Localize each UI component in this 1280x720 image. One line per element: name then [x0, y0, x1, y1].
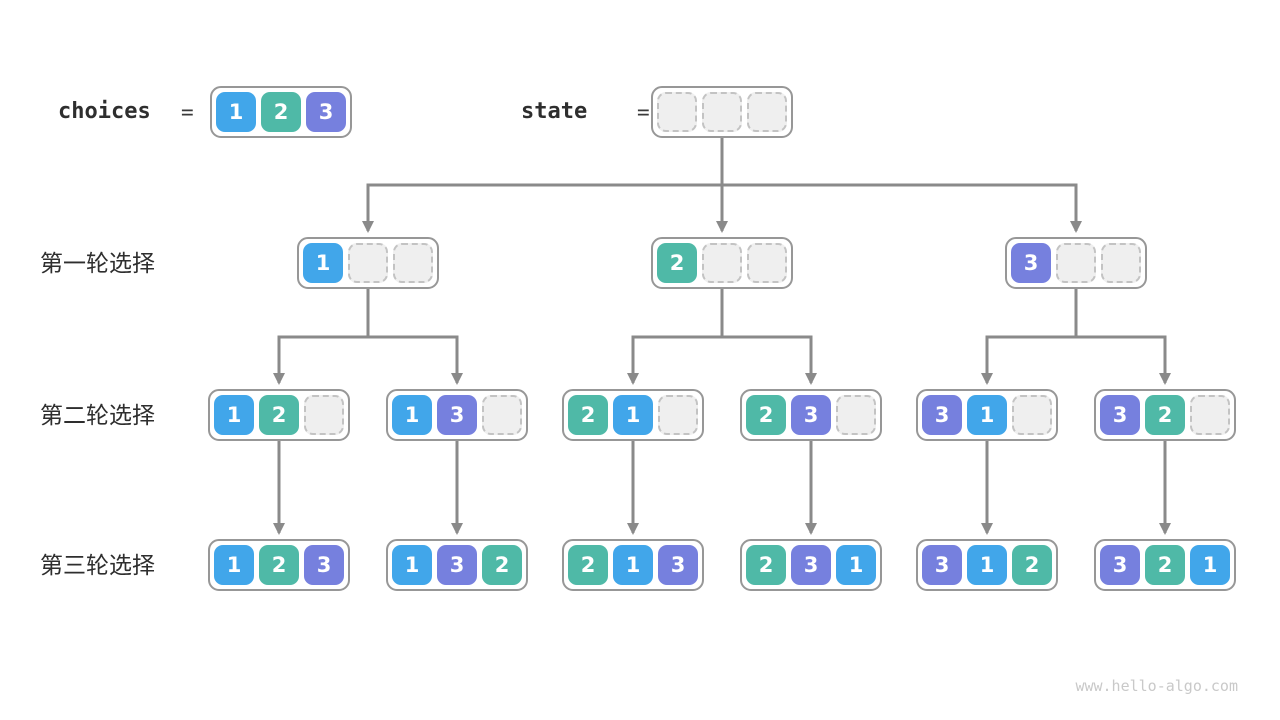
value-cell: 3 [306, 92, 346, 132]
value-cell: 2 [746, 395, 786, 435]
value-cell: 3 [658, 545, 698, 585]
value-cell: 1 [392, 395, 432, 435]
side-label-round1: 第一轮选择 [40, 250, 155, 276]
empty-cell [747, 92, 787, 132]
value-cell: 2 [259, 395, 299, 435]
value-cell: 2 [657, 243, 697, 283]
empty-cell [658, 395, 698, 435]
value-cell: 2 [482, 545, 522, 585]
value-cell: 3 [791, 545, 831, 585]
value-cell: 1 [214, 395, 254, 435]
value-cell: 3 [304, 545, 344, 585]
value-cell: 2 [568, 395, 608, 435]
value-cell: 1 [214, 545, 254, 585]
value-cell: 1 [303, 243, 343, 283]
state-box-array [651, 86, 793, 138]
value-cell: 2 [261, 92, 301, 132]
empty-cell [657, 92, 697, 132]
value-cell: 3 [922, 395, 962, 435]
value-cell: 3 [1100, 545, 1140, 585]
array-node-2: 2 [651, 237, 793, 289]
value-cell: 3 [1011, 243, 1051, 283]
empty-cell [836, 395, 876, 435]
value-cell: 1 [967, 395, 1007, 435]
empty-cell [702, 243, 742, 283]
value-cell: 3 [1100, 395, 1140, 435]
value-cell: 1 [613, 395, 653, 435]
state-label: state [521, 99, 588, 124]
value-cell: 1 [836, 545, 876, 585]
value-cell: 2 [568, 545, 608, 585]
empty-cell [304, 395, 344, 435]
watermark: www.hello-algo.com [1075, 677, 1238, 695]
array-node-3: 3 [1005, 237, 1147, 289]
value-cell: 3 [791, 395, 831, 435]
empty-cell [348, 243, 388, 283]
value-cell: 2 [1145, 395, 1185, 435]
value-cell: 2 [1012, 545, 1052, 585]
empty-cell [1101, 243, 1141, 283]
value-cell: 3 [437, 395, 477, 435]
connector-lines [273, 138, 1171, 535]
value-cell: 3 [922, 545, 962, 585]
value-cell: 1 [613, 545, 653, 585]
state-equals-sign: = [637, 100, 650, 124]
empty-cell [702, 92, 742, 132]
empty-cell [1056, 243, 1096, 283]
value-cell: 1 [392, 545, 432, 585]
side-label-round3: 第三轮选择 [40, 552, 155, 578]
choices-label: choices [58, 99, 151, 124]
state-box [651, 86, 793, 138]
side-label-round2: 第二轮选择 [40, 402, 155, 428]
choices-equals-sign: = [181, 100, 194, 124]
empty-cell [393, 243, 433, 283]
empty-cell [1012, 395, 1052, 435]
empty-cell [747, 243, 787, 283]
array-node-1: 1 [297, 237, 439, 289]
value-cell: 2 [259, 545, 299, 585]
empty-cell [482, 395, 522, 435]
empty-cell [1190, 395, 1230, 435]
value-cell: 1 [216, 92, 256, 132]
value-cell: 3 [437, 545, 477, 585]
value-cell: 1 [1190, 545, 1230, 585]
value-cell: 2 [746, 545, 786, 585]
value-cell: 1 [967, 545, 1007, 585]
value-cell: 2 [1145, 545, 1185, 585]
